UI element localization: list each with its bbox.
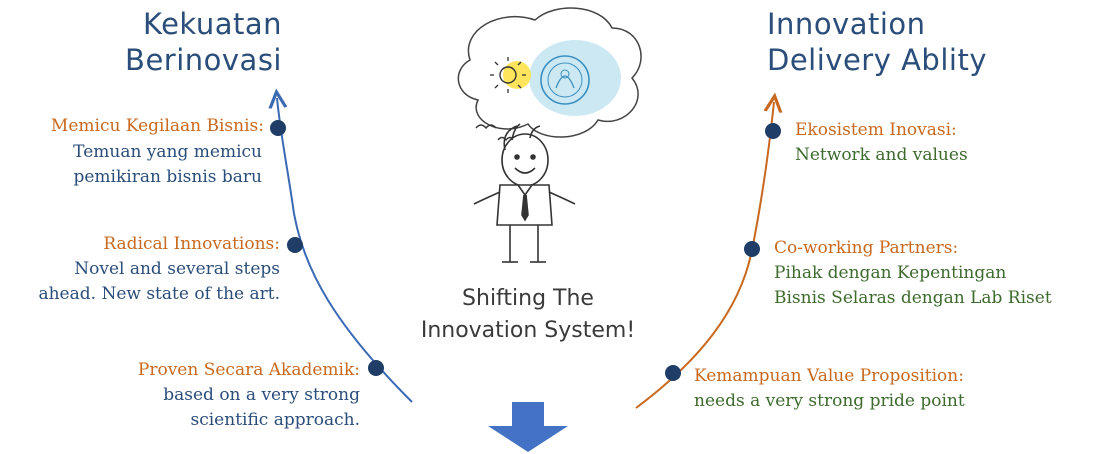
emblem-icon	[540, 55, 590, 105]
left-title-line1: Kekuatan	[143, 7, 282, 41]
right-dot-2	[744, 241, 760, 257]
left-dot-3	[368, 360, 384, 376]
center-caption-line2: Innovation System!	[420, 318, 636, 343]
left-dot-2	[287, 237, 303, 253]
left-title-line2: Berinovasi	[125, 43, 282, 77]
right-item-text: needs a very strong pride point	[694, 391, 965, 411]
right-item-heading: Kemampuan Value Proposition:	[694, 366, 964, 386]
right-title-line2: Delivery Ablity	[767, 43, 987, 77]
right-item-text: Pihak dengan Kepentingan	[774, 263, 1007, 283]
right-title-line1: Innovation	[767, 7, 926, 41]
left-item-2: Radical Innovations: Novel and several s…	[38, 232, 280, 307]
thinking-man-icon	[473, 123, 576, 263]
left-item-3: Proven Secara Akademik: based on a very …	[138, 358, 360, 433]
right-item-1: Ekosistem Inovasi: Network and values	[795, 118, 968, 168]
right-item-text: Network and values	[795, 145, 968, 165]
down-arrow-icon	[488, 402, 568, 452]
left-dot-1	[270, 120, 286, 136]
center-caption: Shifting The Innovation System!	[388, 283, 668, 347]
right-title: Innovation Delivery Ablity	[767, 6, 987, 78]
center-caption-line1: Shifting The	[462, 286, 594, 311]
right-item-2: Co-working Partners: Pihak dengan Kepent…	[774, 236, 1052, 311]
lightbulb-sun-icon	[490, 57, 531, 93]
left-item-text: Novel and several steps	[74, 259, 280, 279]
right-dot-3	[665, 365, 681, 381]
left-item-heading: Memicu Kegilaan Bisnis:	[50, 116, 264, 136]
right-item-heading: Co-working Partners:	[774, 238, 959, 258]
left-item-text: scientific approach.	[190, 410, 361, 430]
left-item-1-body: Temuan yang memicu pemikiran bisnis baru	[73, 140, 262, 190]
left-item-heading: Radical Innovations:	[103, 234, 280, 254]
right-item-heading: Ekosistem Inovasi:	[795, 120, 957, 140]
right-item-text: Bisnis Selaras dengan Lab Riset	[774, 288, 1052, 308]
left-item-heading: Proven Secara Akademik:	[137, 360, 360, 380]
left-item-text: based on a very strong	[163, 385, 360, 405]
left-item-1: Memicu Kegilaan Bisnis:	[51, 114, 264, 139]
left-item-text: Temuan yang memicu	[73, 142, 262, 162]
right-item-3: Kemampuan Value Proposition: needs a ver…	[694, 364, 965, 414]
left-item-text: ahead. New state of the art.	[38, 284, 280, 304]
left-item-text: pemikiran bisnis baru	[73, 167, 262, 187]
left-title: Kekuatan Berinovasi	[125, 6, 282, 78]
right-dot-1	[765, 123, 781, 139]
